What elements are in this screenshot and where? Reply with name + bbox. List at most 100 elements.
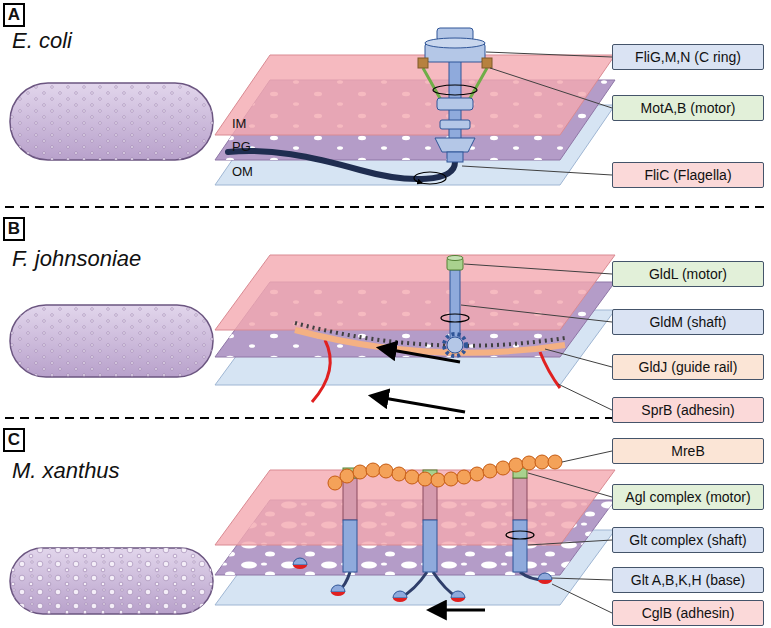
stator <box>482 58 492 68</box>
layer-label: OM <box>232 164 253 179</box>
rotation-arrow <box>433 85 477 95</box>
mreb-subunit <box>483 464 497 478</box>
mreb-filament <box>328 455 562 490</box>
motion-arrow <box>380 348 460 362</box>
cglb-adhesin <box>331 592 345 596</box>
callout-box: GldL (motor) <box>612 261 764 287</box>
callout-box: MreB <box>612 438 764 464</box>
mreb-subunit <box>496 461 510 475</box>
mreb-subunit <box>522 456 536 470</box>
node-text: Glt complex (shaft) <box>629 532 746 548</box>
cglb-adhesin <box>538 580 552 584</box>
mreb-subunit <box>392 467 406 481</box>
panel-letter: B <box>3 217 25 241</box>
node-text: Agl complex (motor) <box>625 489 750 505</box>
layer-label: PG <box>232 139 251 154</box>
callout-box: GldJ (guide rail) <box>612 354 764 380</box>
callout-box: SprB (adhesin) <box>612 397 764 423</box>
leader-line <box>545 349 612 367</box>
sprb-adhesin <box>312 340 330 402</box>
callout-box: Glt complex (shaft) <box>612 527 764 553</box>
inner-membrane <box>215 55 615 135</box>
ms-ring <box>437 98 473 110</box>
node-text: FliC (Flagella) <box>644 167 731 183</box>
gldm-shaft <box>450 270 460 342</box>
panel-letter: A <box>3 3 25 27</box>
stator-arm <box>423 68 487 100</box>
flagellum <box>228 151 455 179</box>
gldj-rail <box>295 330 565 353</box>
mreb-subunit <box>431 473 445 487</box>
species-name: E. coli <box>12 28 72 54</box>
node-text: MreB <box>671 443 704 459</box>
callout-box: Agl complex (motor) <box>612 484 764 510</box>
leader-lines <box>461 52 612 613</box>
leader-line <box>528 473 612 497</box>
rotation-arrow <box>441 314 469 322</box>
mreb-subunit <box>405 470 419 484</box>
mreb-subunit <box>535 455 549 469</box>
node-text: Glt A,B,K,H (base) <box>631 572 745 588</box>
callout-box: MotA,B (motor) <box>612 95 764 121</box>
mreb-subunit <box>366 463 380 477</box>
node-text: FliG,M,N (C ring) <box>635 49 741 65</box>
panel-letter: C <box>3 428 25 452</box>
layer-label: IM <box>232 116 246 131</box>
cell-body <box>10 305 213 377</box>
agl-shaft <box>513 478 527 520</box>
node-text: GldJ (guide rail) <box>639 359 738 375</box>
glt-shaft <box>423 520 437 572</box>
leader-line <box>528 540 612 545</box>
motion-arrow <box>372 396 465 412</box>
glt-base <box>331 585 345 592</box>
cell-dots <box>10 548 213 614</box>
mreb-subunit <box>457 470 471 484</box>
callout-box: FliC (Flagella) <box>612 162 764 188</box>
p-ring <box>440 120 470 129</box>
node-text: MotA,B (motor) <box>641 100 736 116</box>
rotation-arrow <box>416 181 422 183</box>
cglb-adhesin <box>451 598 465 602</box>
species-name: F. johnsoniae <box>12 246 141 272</box>
callout-box: CglB (adhesin) <box>612 600 764 626</box>
mreb-subunit <box>444 472 458 486</box>
glt-shaft <box>343 520 357 572</box>
cglb-adhesin <box>293 565 307 569</box>
cglb-adhesin <box>393 598 407 602</box>
mreb-subunit <box>548 455 562 469</box>
leader-line <box>558 384 612 410</box>
mreb-subunit <box>509 458 523 472</box>
mreb-subunit <box>340 469 354 483</box>
leader-line <box>464 264 612 274</box>
glt-leg <box>400 572 458 598</box>
cell-dots <box>10 83 213 160</box>
mreb-subunit <box>418 472 432 486</box>
node-text: B <box>8 219 20 239</box>
stator <box>418 58 428 68</box>
callout-box: FliG,M,N (C ring) <box>612 44 764 70</box>
callout-box: Glt A,B,K,H (base) <box>612 567 764 593</box>
mreb-subunit <box>379 464 393 478</box>
inner-membrane <box>215 470 615 545</box>
node-text: C <box>8 430 20 450</box>
mreb-subunit <box>470 467 484 481</box>
gear <box>447 337 463 353</box>
rotation-arrow <box>414 172 446 184</box>
node-text: SprB (adhesin) <box>641 402 734 418</box>
leader-line <box>490 68 612 108</box>
leader-line <box>562 451 612 462</box>
hook <box>447 152 463 162</box>
callout-box: GldM (shaft) <box>612 309 764 335</box>
leader-line <box>552 578 612 580</box>
inner-membrane <box>215 255 615 330</box>
node-text: GldM (shaft) <box>649 314 726 330</box>
glt-base <box>393 591 407 598</box>
glt-base <box>451 591 465 598</box>
glt-base <box>538 573 552 580</box>
leader-line <box>486 52 612 57</box>
cell-body <box>10 83 213 160</box>
mreb-subunit <box>353 465 367 479</box>
gldj-teeth <box>295 323 565 346</box>
glt-base <box>293 558 307 565</box>
